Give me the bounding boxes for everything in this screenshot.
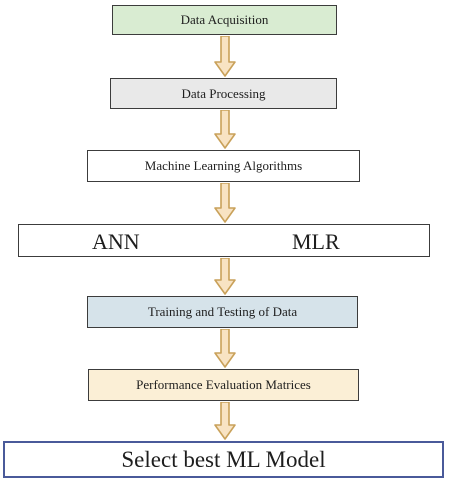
step-label: Machine Learning Algorithms [144, 158, 303, 173]
step-label: Performance Evaluation Matrices [136, 377, 311, 392]
step-label: Training and Testing of Data [147, 304, 298, 319]
step-select-best-model: Select best ML Model [3, 441, 444, 478]
step-training-and-testing: Training and Testing of Data [87, 296, 358, 328]
step-label: Data Processing [181, 85, 266, 101]
step-label: Data Acquisition [180, 12, 269, 27]
step-data-processing: Data Processing [110, 78, 337, 109]
down-arrow-icon [214, 258, 236, 295]
step-machine-learning-algorithms: Machine Learning Algorithms [87, 150, 360, 182]
step-performance-evaluation: Performance Evaluation Matrices [88, 369, 359, 401]
down-arrow-icon [214, 402, 236, 440]
down-arrow-icon [214, 36, 236, 77]
down-arrow-icon [214, 183, 236, 223]
algorithm-mlr-label: MLR [292, 229, 340, 254]
step-label: Select best ML Model [121, 446, 326, 472]
step-data-acquisition: Data Acquisition [112, 5, 337, 35]
algorithm-ann-label: ANN [92, 229, 140, 254]
down-arrow-icon [214, 329, 236, 368]
down-arrow-icon [214, 110, 236, 149]
algorithms-box: ANN MLR [18, 224, 430, 257]
